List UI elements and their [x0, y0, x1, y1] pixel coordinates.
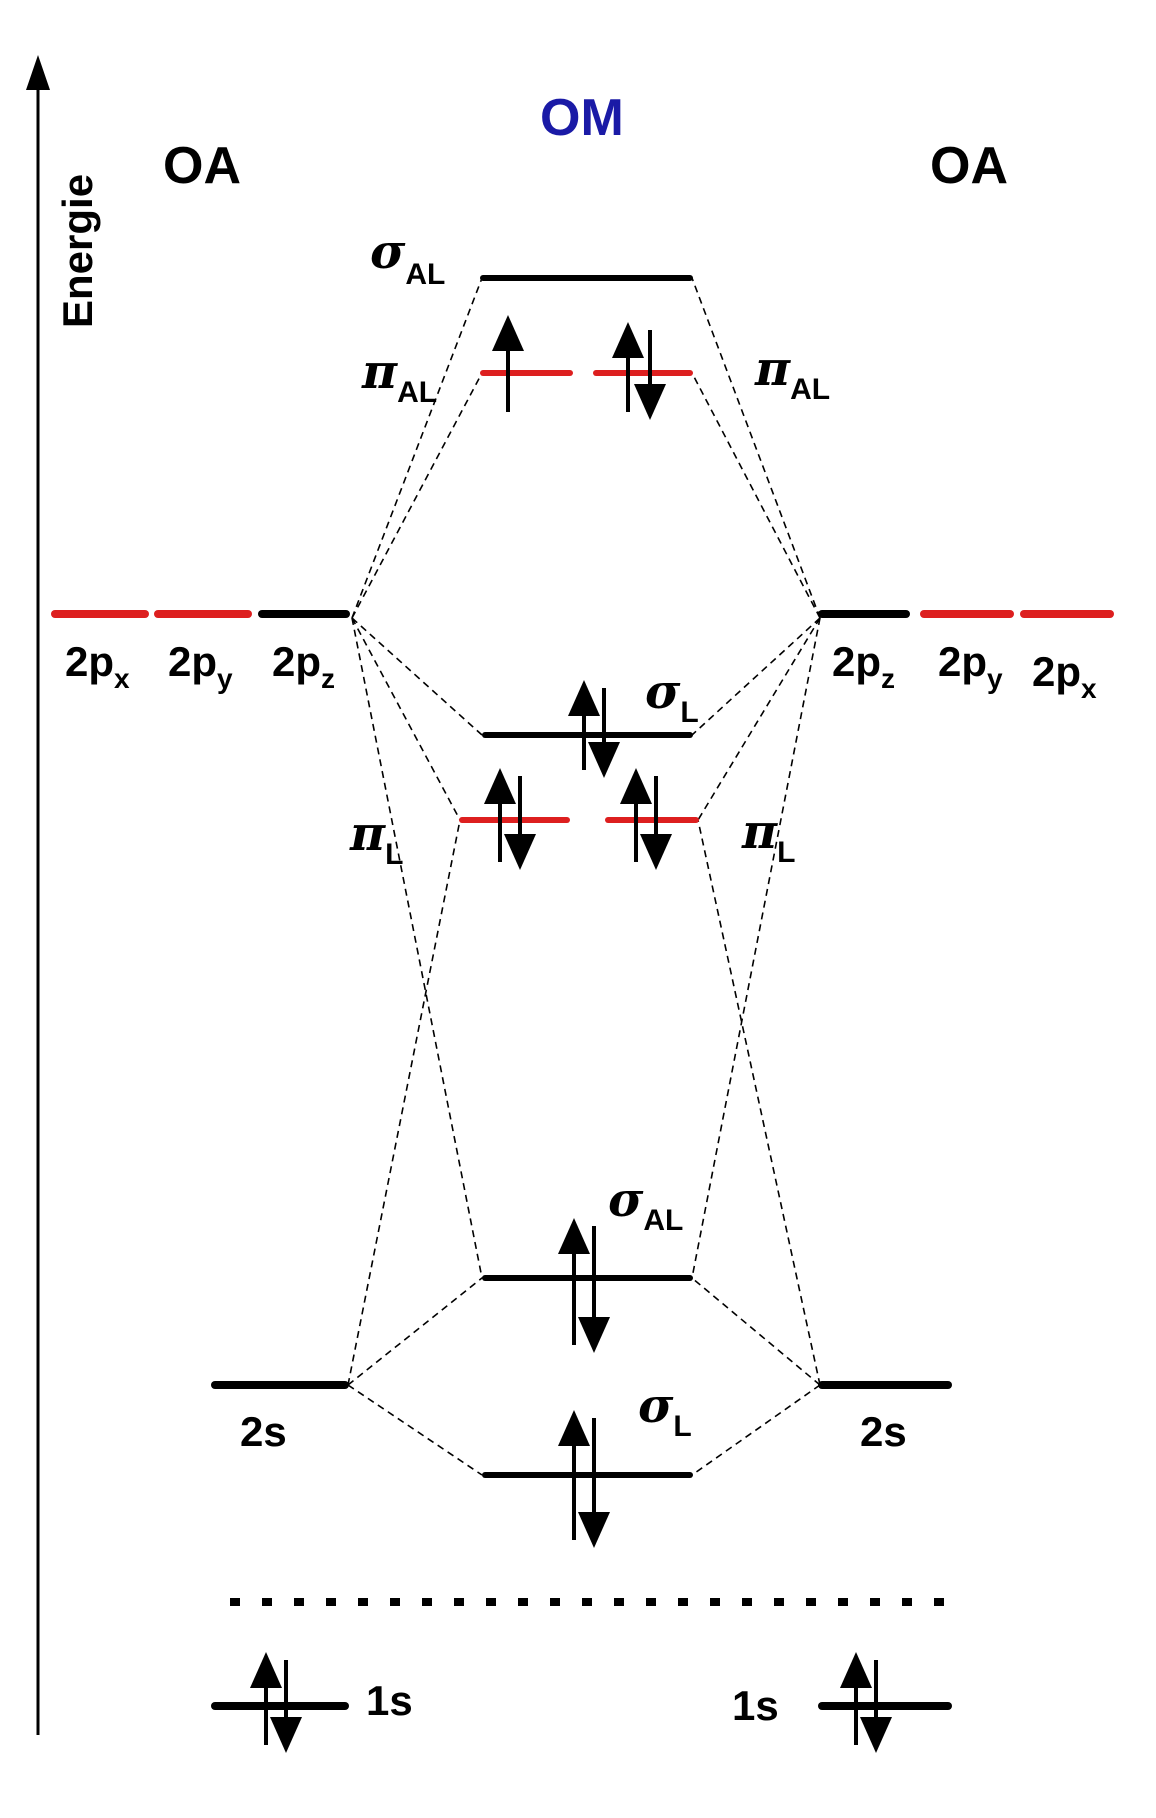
left-2px-label: 2px [65, 638, 130, 694]
right-1s-down-arrow [860, 1660, 892, 1753]
mo-levels [459, 275, 699, 1478]
pi-l-b-down-arrow [640, 776, 672, 870]
left-2s-label: 2s [240, 1408, 287, 1455]
energy-axis: Energie [26, 55, 101, 1735]
pi-al-a-up-arrow [492, 315, 524, 412]
right-2pz-label: 2pz [832, 638, 895, 694]
sigma-l-2p-up-arrow [568, 680, 600, 770]
sigma-l-2p-label: σL [645, 664, 699, 729]
sigma-al-2s-up-arrow [558, 1218, 590, 1345]
sigma-l-2s-down-arrow [578, 1418, 610, 1548]
left-1s-down-arrow [270, 1660, 302, 1753]
left-1s-up-arrow [250, 1652, 282, 1745]
pi-l-right-label: πL [741, 804, 795, 869]
sigma-al-2s-down-arrow [578, 1226, 610, 1353]
correlation-lines [347, 277, 821, 1476]
right-2px-label: 2px [1032, 648, 1097, 704]
header-oa-right: OA [930, 137, 1008, 195]
left-1s-label: 1s [366, 1677, 413, 1724]
right-2s-label: 2s [860, 1408, 907, 1455]
sigma-l-2s-up-arrow [558, 1410, 590, 1540]
sigma-al-2p-label: σAL [370, 224, 445, 291]
right-1s-up-arrow [840, 1652, 872, 1745]
left-2pz-label: 2pz [272, 638, 335, 694]
pi-l-b-up-arrow [620, 768, 652, 862]
energy-axis-label: Energie [54, 174, 101, 328]
header-oa-left: OA [163, 137, 241, 195]
pi-al-left-label: πAL [361, 344, 437, 409]
pi-al-right-label: πAL [754, 341, 830, 406]
left-2py-label: 2py [168, 638, 233, 694]
pi-al-b-down-arrow [634, 330, 666, 420]
sigma-l-2s-label: σL [638, 1378, 692, 1443]
header-om: OM [540, 89, 624, 147]
right-1s-label: 1s [732, 1682, 779, 1729]
pi-l-a-up-arrow [484, 768, 516, 862]
pi-l-a-down-arrow [504, 776, 536, 870]
right-2py-label: 2py [938, 638, 1003, 694]
sigma-al-2s-label: σAL [608, 1172, 683, 1237]
pi-al-b-up-arrow [612, 322, 644, 412]
electron-arrows [250, 315, 892, 1753]
sigma-l-2p-down-arrow [588, 688, 620, 778]
pi-l-left-label: πL [349, 806, 403, 871]
